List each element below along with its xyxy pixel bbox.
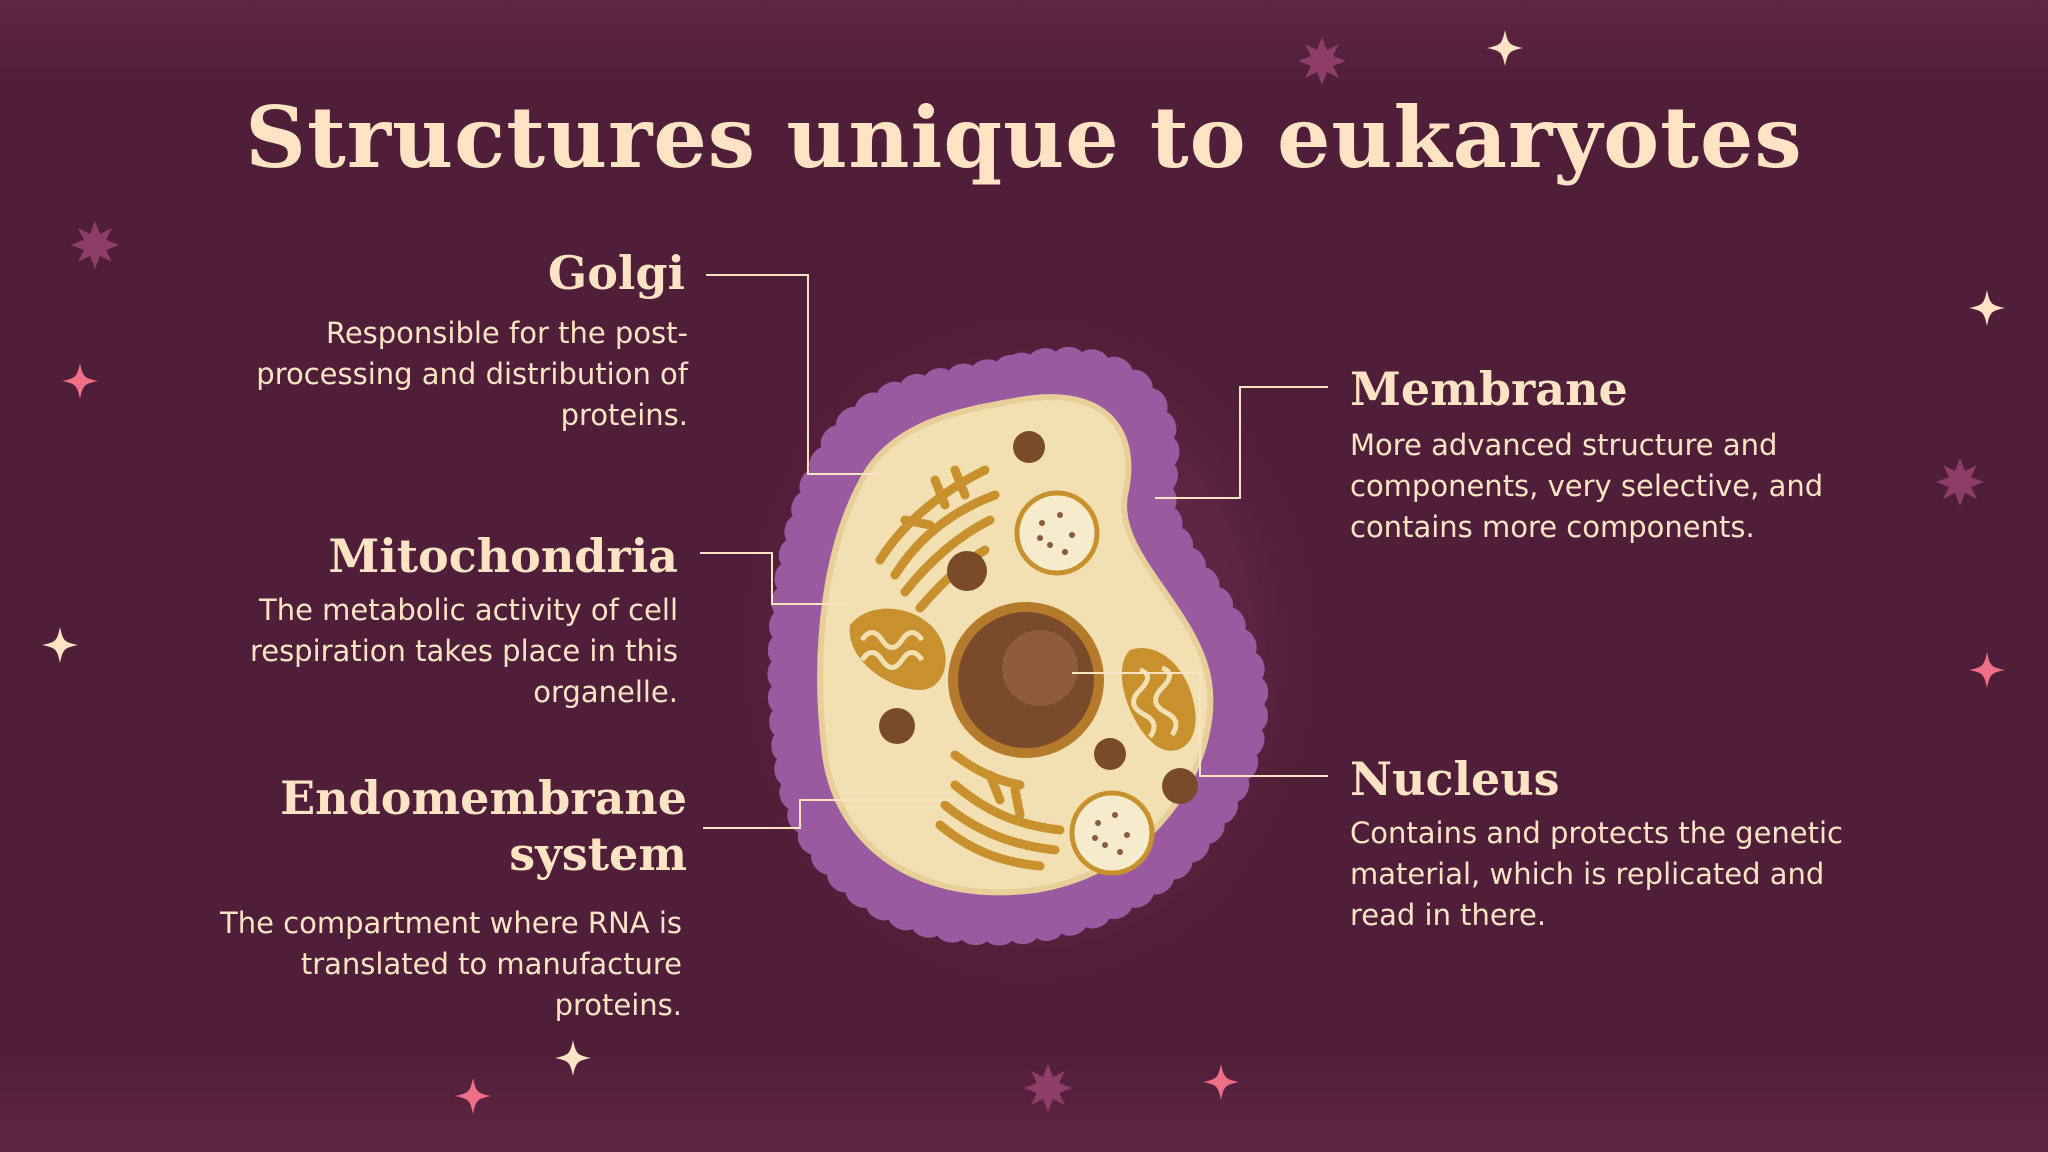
membrane-description: More advanced structure and components, …: [1350, 428, 1824, 544]
mitochondria-description: The metabolic activity of cell respirati…: [249, 593, 678, 709]
nucleus-heading: Nucleus: [1350, 752, 1560, 806]
golgi-description: Responsible for the post-processing and …: [256, 316, 688, 432]
endomembrane-heading-line1: Endomembrane: [280, 771, 687, 825]
nucleus-description: Contains and protects the genetic materi…: [1350, 816, 1843, 932]
top-texture-band: [0, 0, 2048, 90]
slide-title: Structures unique to eukaryotes: [245, 88, 1803, 187]
endomembrane-heading: Endomembrane system: [280, 770, 687, 882]
cell-illustration: [710, 280, 1350, 1020]
golgi-heading: Golgi: [547, 246, 685, 300]
bottom-texture-band: [0, 1042, 2048, 1152]
leader-lines: [700, 274, 1328, 829]
mitochondria-heading: Mitochondria: [328, 529, 678, 583]
endomembrane-heading-line2: system: [509, 827, 687, 881]
endomembrane-description: The compartment where RNA is translated …: [220, 906, 682, 1022]
membrane-heading: Membrane: [1350, 362, 1628, 416]
